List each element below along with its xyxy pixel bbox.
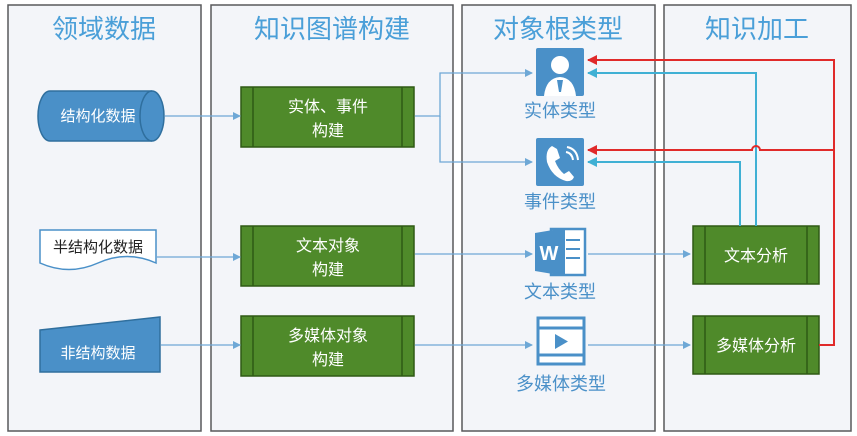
type-media-label: 多媒体类型 — [516, 374, 606, 395]
arrow-build-to-entity — [415, 69, 533, 117]
build-media-object-line1: 多媒体对象 — [288, 326, 368, 345]
column-title-type: 对象根类型 — [493, 15, 623, 45]
type-text-label: 文本类型 — [524, 282, 596, 303]
arrow-text-analysis-to-event — [587, 157, 741, 226]
build-media-object-line2: 构建 — [312, 350, 344, 369]
source-structured-database: 结构化数据 — [37, 90, 165, 142]
svg-text:W: W — [540, 243, 559, 265]
type-entity-label: 实体类型 — [524, 101, 596, 122]
process-text-analysis-label: 文本分析 — [724, 246, 788, 265]
build-entity-event-line1: 实体、事件 — [288, 97, 368, 116]
source-semi-label: 半结构化数据 — [53, 238, 143, 256]
process-media-analysis-label: 多媒体分析 — [716, 336, 796, 355]
source-structured-label: 结构化数据 — [60, 107, 135, 125]
source-unstructured-input: 非结构数据 — [39, 316, 161, 373]
arrow-text-analysis-to-entity — [587, 68, 757, 226]
build-media-object: 多媒体对象 构建 — [240, 315, 415, 377]
video-play-icon — [536, 316, 586, 366]
build-text-object: 文本对象 构建 — [240, 225, 415, 287]
source-semi-structured-document: 半结构化数据 — [39, 229, 157, 271]
build-text-object-line1: 文本对象 — [296, 236, 360, 255]
source-unstructured-label: 非结构数据 — [60, 344, 135, 362]
person-icon — [536, 48, 584, 96]
arrow-media-analysis-to-entity — [587, 55, 835, 346]
column-title-build: 知识图谱构建 — [254, 15, 410, 45]
build-entity-event: 实体、事件 构建 — [240, 86, 415, 148]
column-title-process: 知识加工 — [705, 15, 809, 45]
phone-icon — [536, 138, 584, 186]
word-doc-icon: W — [535, 227, 587, 277]
process-text-analysis: 文本分析 — [692, 225, 820, 285]
arrow-media-analysis-to-event — [587, 145, 834, 155]
process-media-analysis: 多媒体分析 — [692, 315, 820, 375]
build-entity-event-line2: 构建 — [312, 121, 344, 140]
column-title-domain: 领域数据 — [52, 15, 156, 45]
arrow-build-to-event — [439, 116, 533, 166]
build-text-object-line2: 构建 — [312, 260, 344, 279]
type-event-label: 事件类型 — [524, 192, 596, 213]
